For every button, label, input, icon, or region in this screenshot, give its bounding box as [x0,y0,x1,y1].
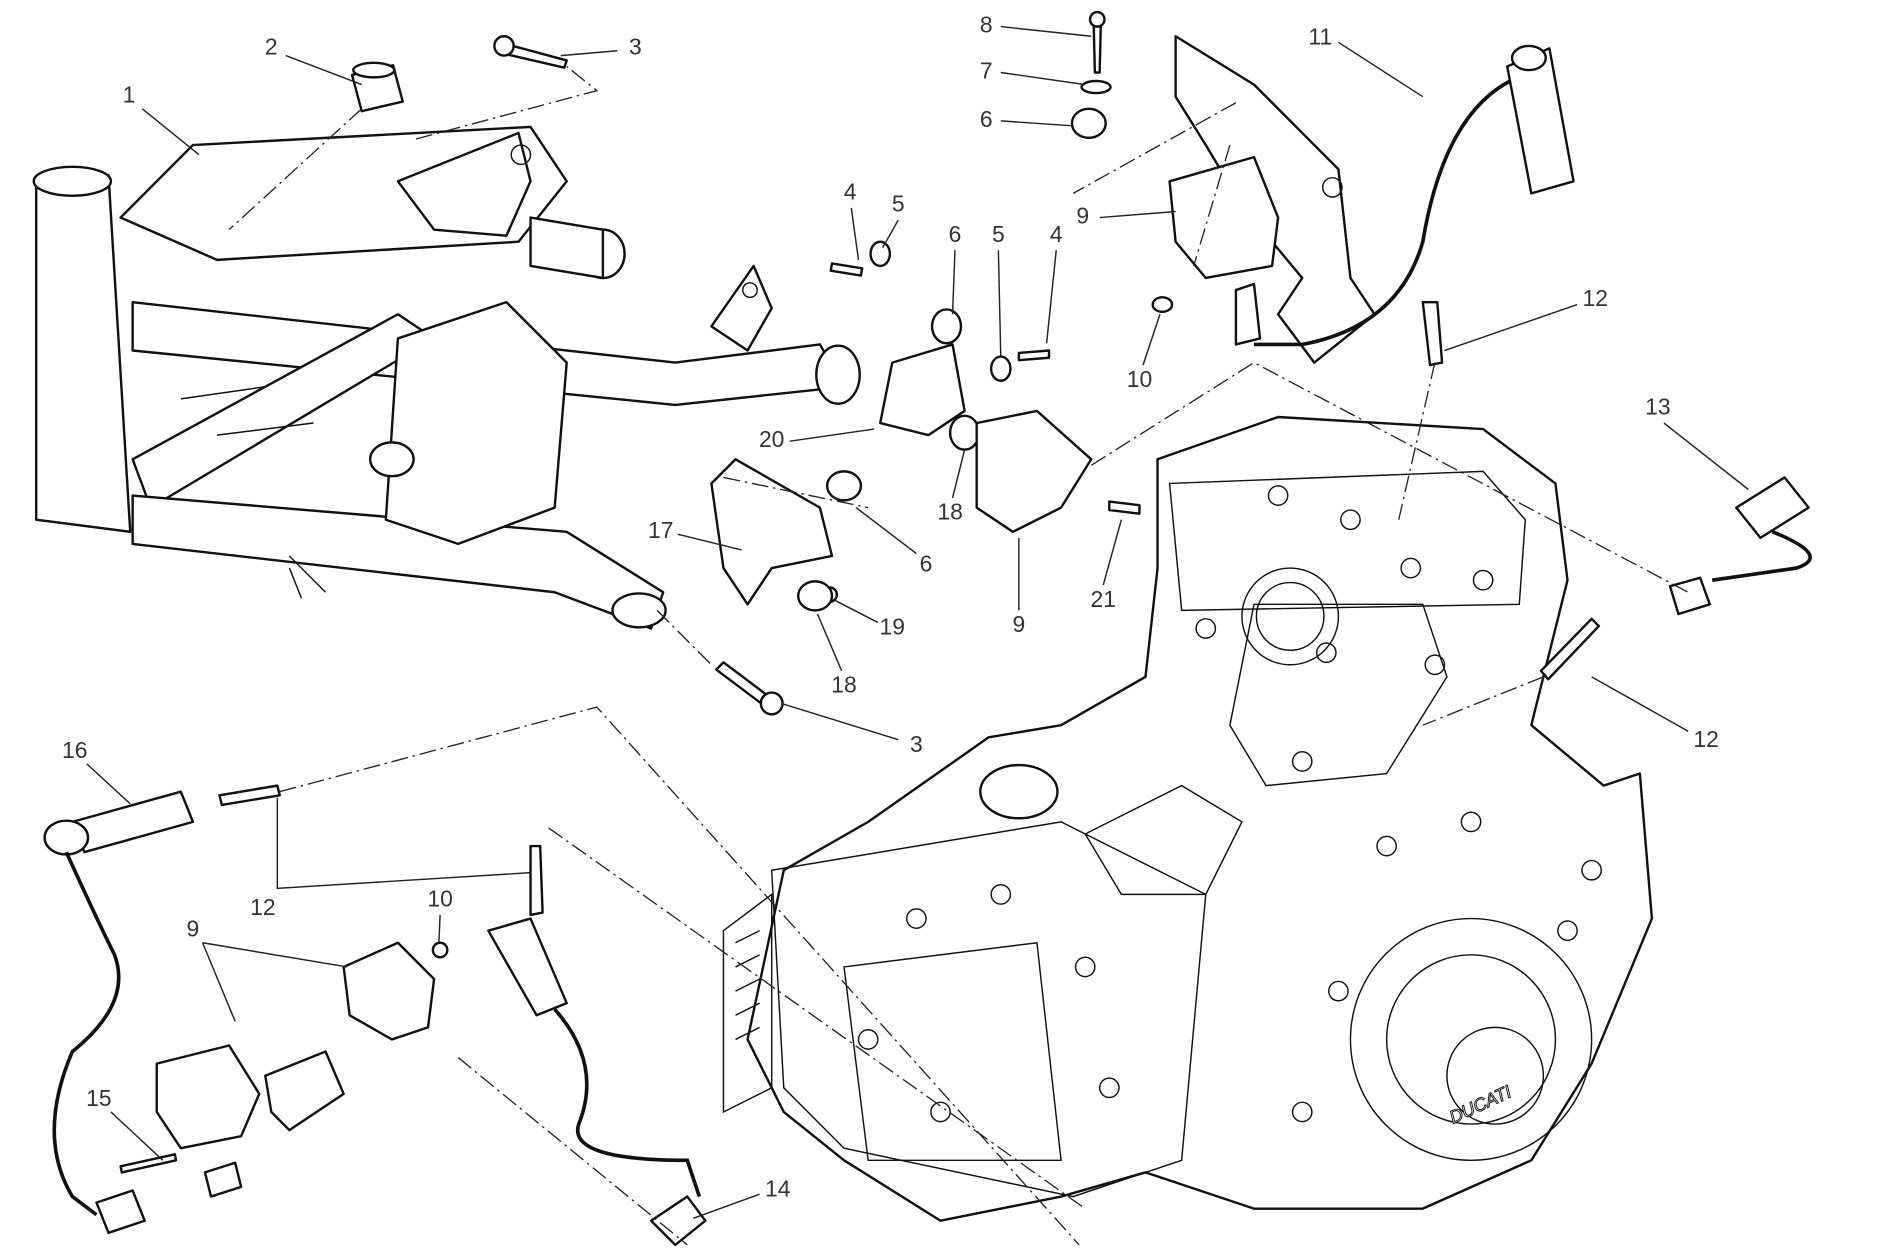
callout-labels: 1 2 3 3 4 4 5 5 6 6 6 7 8 9 9 9 10 10 11… [62,12,1719,1202]
callout-3: 3 [629,33,642,59]
callout-4: 4 [1050,221,1063,247]
callout-18: 18 [937,499,962,525]
callout-9: 9 [1013,611,1026,637]
callout-4: 4 [844,178,857,204]
callout-12: 12 [1582,285,1607,311]
callout-21: 21 [1091,586,1116,612]
callout-5: 5 [892,191,905,217]
callout-12: 12 [1693,726,1718,752]
callout-16: 16 [62,737,87,763]
callout-9: 9 [187,916,200,942]
callout-6: 6 [920,551,933,577]
callout-8: 8 [980,12,993,38]
callout-15: 15 [86,1085,111,1111]
callout-6: 6 [949,221,962,247]
callout-2: 2 [265,33,278,59]
callout-11: 11 [1308,24,1332,50]
callout-10: 10 [427,885,452,911]
leader-lines [86,25,1749,1220]
callout-3: 3 [910,731,923,757]
callout-19: 19 [880,614,905,640]
callout-6: 6 [980,106,993,132]
callout-18: 18 [831,672,856,698]
callout-14: 14 [765,1176,791,1202]
callout-9: 9 [1076,203,1089,229]
callout-20: 20 [759,426,784,452]
callout-17: 17 [648,517,673,543]
callout-7: 7 [980,58,993,84]
frame [32,125,861,630]
callout-1: 1 [123,82,136,108]
callout-5: 5 [992,221,1005,247]
callout-13: 13 [1645,394,1670,420]
engine: DUCATI [722,415,1654,1222]
callout-12: 12 [250,894,275,920]
callout-10: 10 [1127,366,1152,392]
assembly-lines [228,65,1689,1246]
ignition-parts [43,10,1812,1247]
